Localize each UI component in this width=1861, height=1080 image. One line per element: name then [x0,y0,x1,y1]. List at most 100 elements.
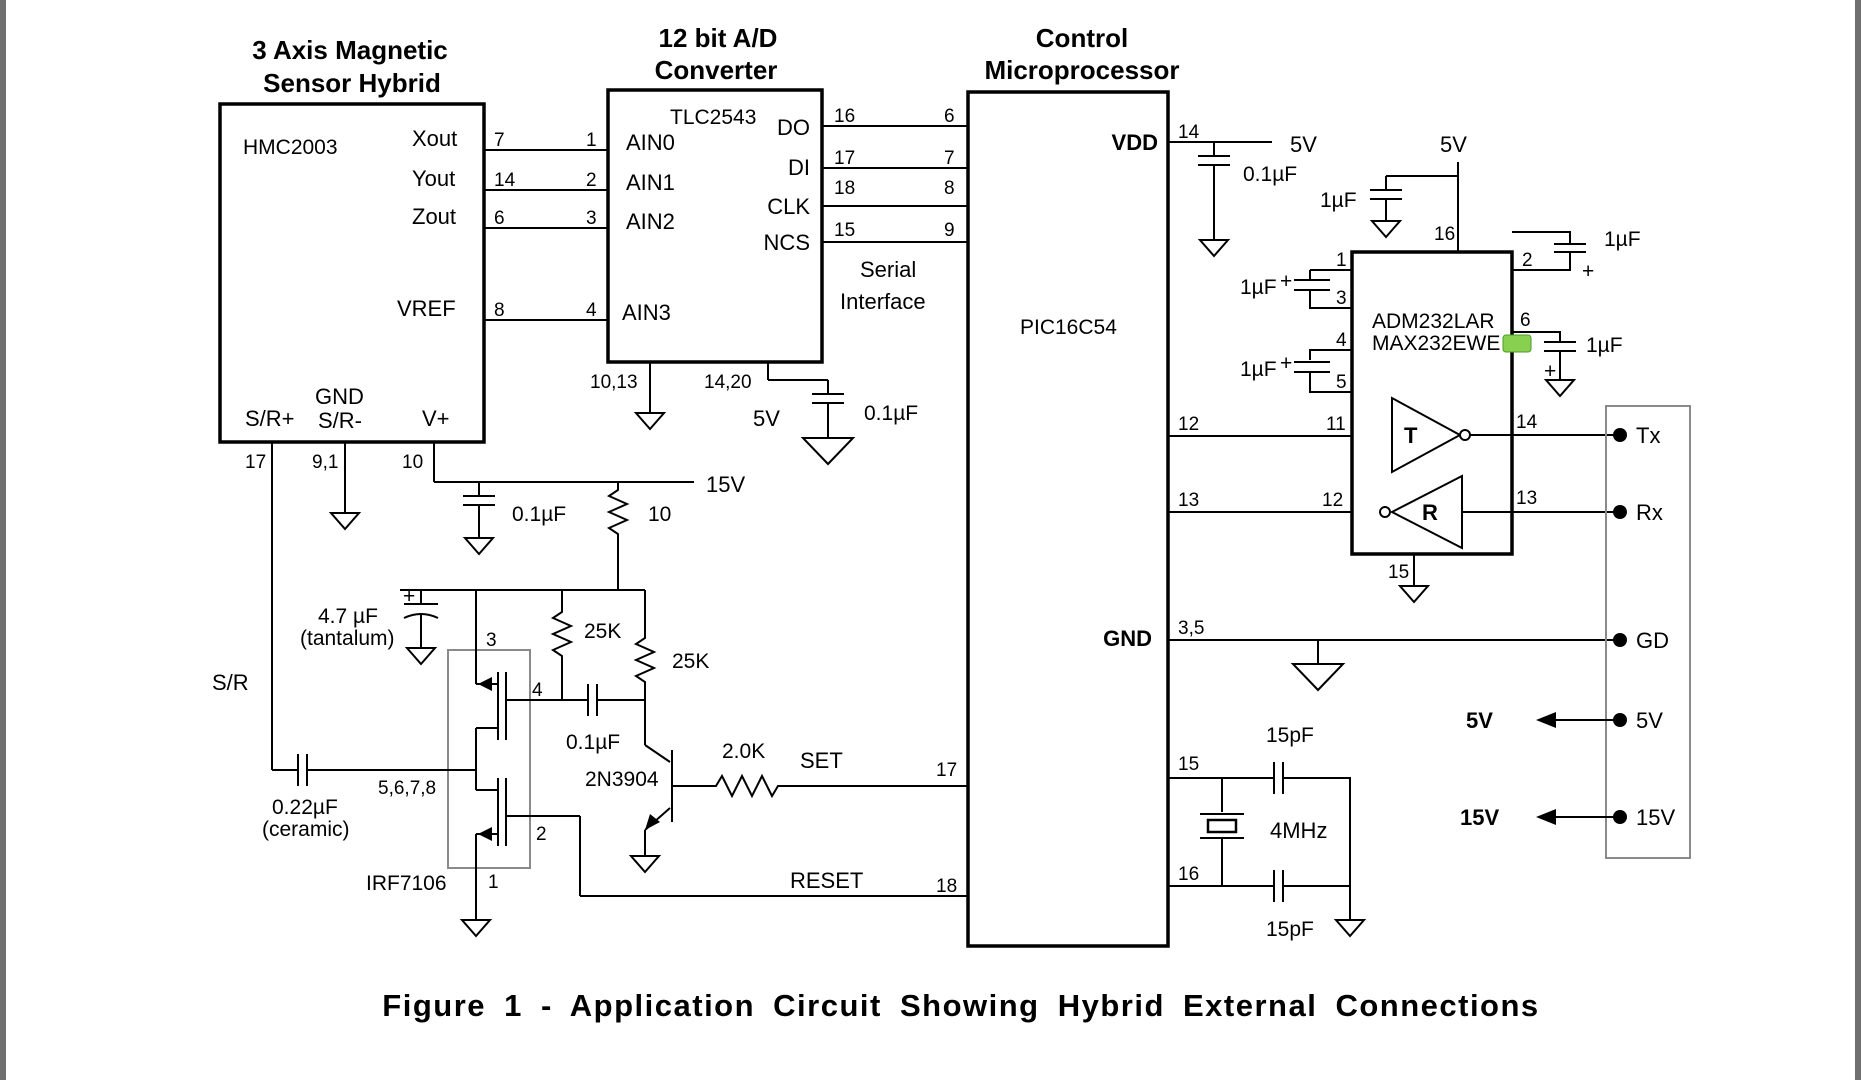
connector-tx-dot [1613,428,1627,442]
adm-pin-5: 5 [1336,372,1347,393]
ground-xtal [1335,911,1365,937]
hmc2003-srplus-label: S/R+ [245,406,295,431]
cap-15v-filter [462,481,496,520]
wire-cap13 [1300,270,1311,281]
connector-15v-label: 15V [1636,805,1675,830]
mcu-header-line1: Control [1036,23,1128,53]
resistor-25k-b [635,629,655,691]
cap13-label: 1µF [1240,276,1277,299]
pin-adc-4: 4 [586,300,597,321]
tlc2543-ain0-label: AIN0 [626,130,675,155]
transistor-label: 2N3904 [585,768,659,791]
adm-pin-1: 1 [1336,250,1347,271]
tlc2543-ain3-label: AIN3 [622,300,671,325]
pin-adc-17: 17 [834,148,855,169]
resistor-2k [710,773,784,799]
pic-gnd-label: GND [1103,626,1152,651]
pin-hmc-gnd: 9,1 [312,452,338,473]
pin-adc-gnd: 10,13 [590,372,638,393]
cap-tant-plus: + [403,585,415,608]
pin-pic-8: 8 [944,178,955,199]
pin-adc-3: 3 [586,208,597,229]
wire-adm-pin2 [1512,231,1571,244]
pin-hmc-6: 6 [494,208,505,229]
serial-label-line2: Interface [840,289,926,314]
cap-ceramic-value: 0.22µF [272,796,338,819]
ext-5v-label: 5V [1466,708,1493,733]
pic-vdd-5v-label: 5V [1290,132,1317,157]
tlc2543-clk-label: CLK [767,194,810,219]
pic-pin-13: 13 [1178,490,1199,511]
wire-adm-pin6 [1512,331,1561,342]
pic-pin-12: 12 [1178,414,1199,435]
arrow-ext-5v [1536,712,1556,728]
cap-pin2-label: 1µF [1604,228,1641,251]
adm-pin-6: 6 [1520,310,1531,331]
adm232-part2: MAX232EWE [1372,332,1500,355]
adm232-part1: ADM232LAR [1372,310,1495,333]
adc-vcc-cap-label: 0.1µF [864,402,918,425]
connector-tx-label: Tx [1636,423,1660,448]
wire-cap45-bottom [1309,372,1352,393]
adm-pin-3: 3 [1336,288,1347,309]
serial-label-line1: Serial [860,257,916,282]
cap45-plus: + [1280,352,1292,375]
cap-adm-vcc-label: 1µF [1320,189,1357,212]
hmc2003-xout-label: Xout [412,126,457,151]
adm-pin-13: 13 [1516,488,1537,509]
figure-caption: Figure 1 - Application Circuit Showing H… [382,988,1539,1023]
resistor-2k-label: 2.0K [722,740,765,763]
pin-hmc-14: 14 [494,170,516,191]
adm-pin-11: 11 [1326,414,1346,435]
set-label: SET [800,748,843,773]
irf7106-label: IRF7106 [366,872,447,895]
tlc2543-di-label: DI [788,155,810,180]
fet-drain-pins: 5,6,7,8 [378,778,436,799]
pin-adc-16: 16 [834,106,855,127]
ground-pic-vdd [1199,231,1229,257]
cap13-plus: + [1280,270,1292,293]
ground-adc-cap [802,429,854,465]
cap-gate-label: 0.1µF [566,731,620,754]
ground-adm-vcc [1371,212,1401,238]
pic-pin-15: 15 [1178,754,1199,775]
connector-gd-label: GD [1636,628,1669,653]
pin-hmc-10: 10 [402,452,423,473]
wire-cap13-bottom [1309,290,1352,309]
hmc2003-srminus-label: S/R- [318,408,362,433]
cap-15v-filter-label: 0.1µF [512,503,566,526]
ext-15v-label: 15V [1460,805,1499,830]
pic-pin-35: 3,5 [1178,618,1204,639]
wire-cap45-top [1309,349,1352,360]
adc-vcc-5v-label: 5V [753,406,780,431]
irf7106-outline [447,649,531,869]
adm-pin-16: 16 [1434,224,1455,245]
wire-cap-pin2-bottom [1512,252,1571,271]
crystal-cap2-label: 15pF [1266,918,1314,941]
supply-15v-label: 15V [706,472,745,497]
pic-vdd-label: VDD [1112,130,1158,155]
cap-pin6-label: 1µF [1586,334,1623,357]
fet-pin-1: 1 [488,872,499,893]
pin-hmc-17: 17 [245,452,266,473]
connector-rx-dot [1613,505,1627,519]
fet-pin-4: 4 [532,680,543,701]
viewer-left-border [0,0,6,1080]
pic-pin-16: 16 [1178,864,1199,885]
adm-pin-15: 15 [1388,562,1409,583]
pin-adc-vcc: 14,20 [704,372,752,393]
arrow-ext-15v [1536,809,1556,825]
adm-pin-4: 4 [1336,330,1347,351]
fet-bottom-arrow [478,827,492,841]
resistor-10-label: 10 [648,503,671,526]
adm-pin-12: 12 [1322,490,1343,511]
resistor-25k-a-label: 25K [584,620,621,643]
sensor-header-line1: 3 Axis Magnetic [252,35,448,65]
tlc2543-do-label: DO [777,115,810,140]
tlc2543-part-label: TLC2543 [670,106,756,129]
pic-pin-14: 14 [1178,122,1200,143]
connector-outline [1605,405,1691,859]
pic16c54-box [966,90,1170,948]
